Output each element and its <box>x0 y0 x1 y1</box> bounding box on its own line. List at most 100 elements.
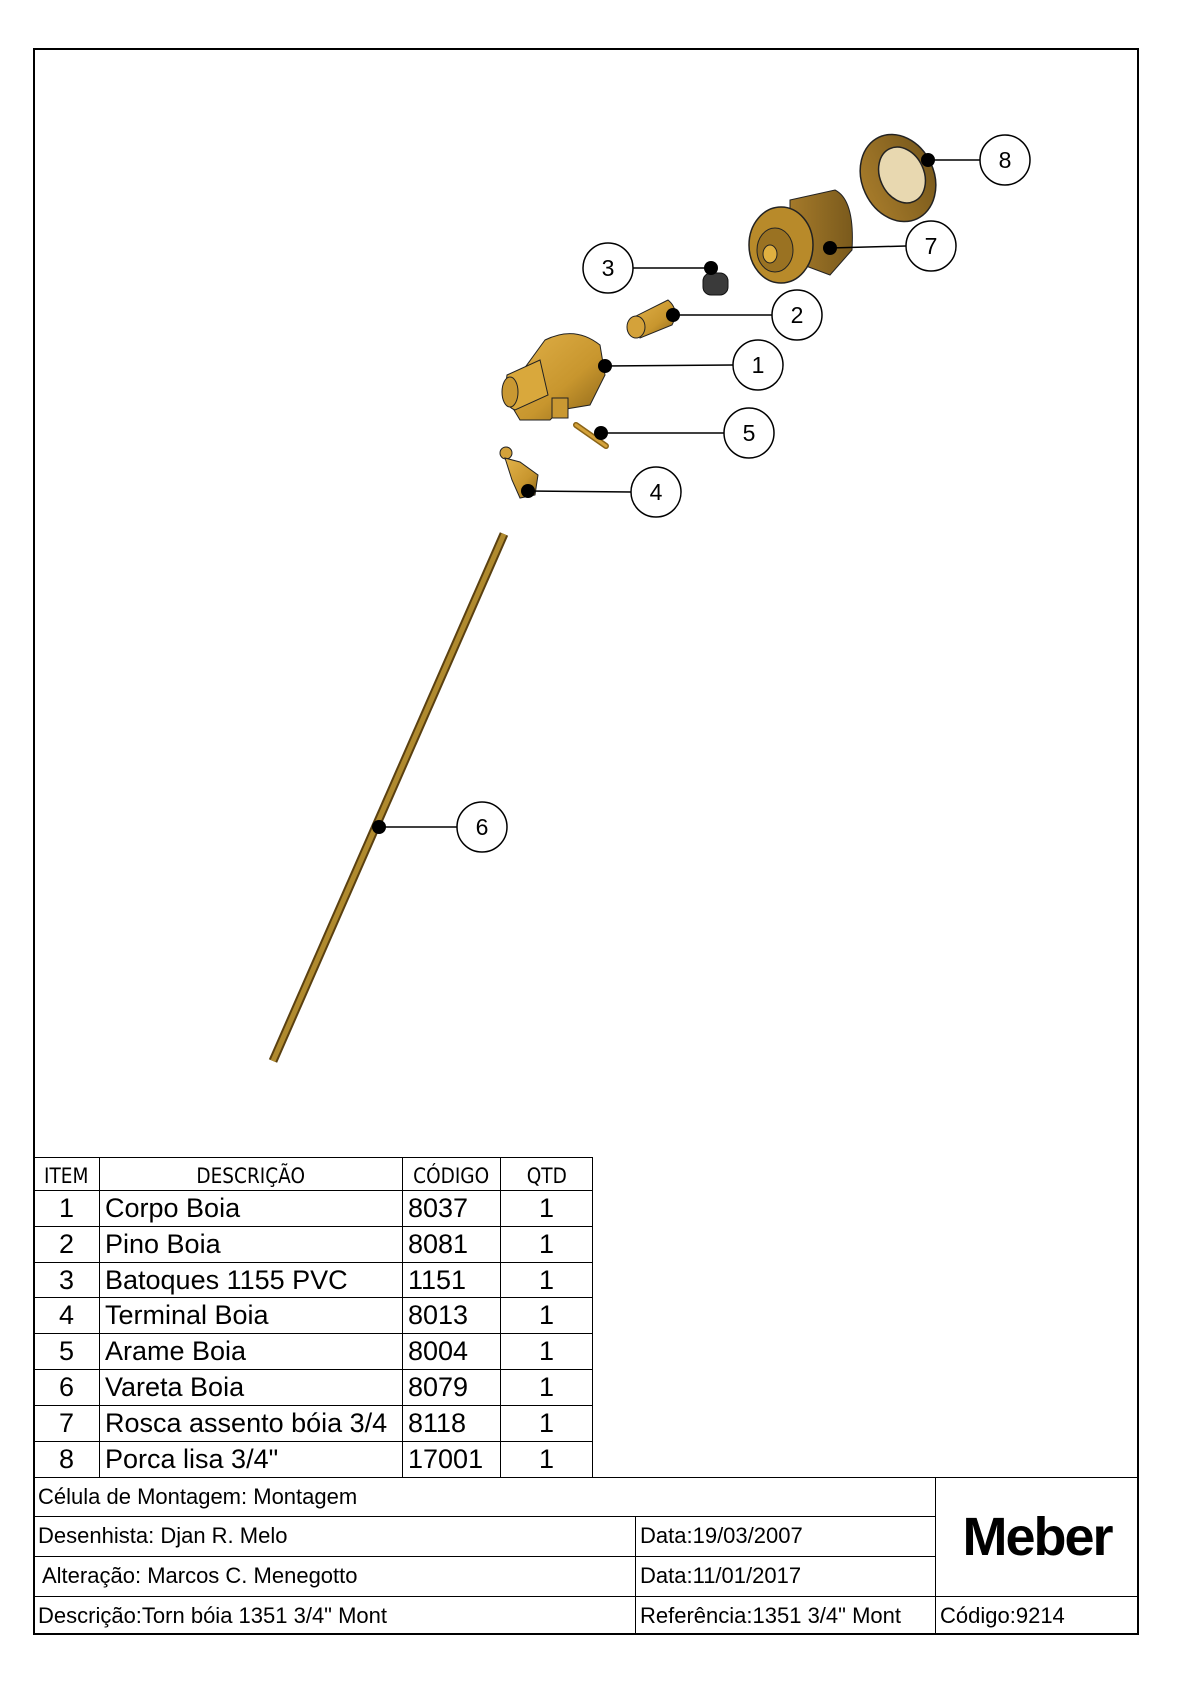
bom-cell-item: 7 <box>33 1405 100 1442</box>
bom-cell-item: 4 <box>33 1297 100 1334</box>
bom-header-qty: QTD <box>500 1157 593 1191</box>
assembly-cell-field: Célula de Montagem: Montagem <box>33 1477 936 1517</box>
label: Referência: <box>640 1603 753 1628</box>
label: Desenhista: <box>38 1523 155 1548</box>
balloon <box>979 134 1031 186</box>
bom-header-description: DESCRIÇÃO <box>99 1157 403 1191</box>
bom-cell-description: Terminal Boia <box>99 1297 403 1334</box>
bom-cell-code: 8037 <box>402 1190 501 1227</box>
bom-header-code: CÓDIGO <box>402 1157 501 1191</box>
part-8-porca-lisa <box>859 133 937 223</box>
balloon <box>456 801 508 853</box>
callout-6: 6 <box>372 801 508 853</box>
callout-5: 5 <box>594 407 775 459</box>
value: Djan R. Melo <box>160 1523 288 1548</box>
leader-dot <box>921 153 935 167</box>
label: Descrição: <box>38 1603 142 1628</box>
callout-4: 4 <box>521 466 682 518</box>
bom-cell-item: 6 <box>33 1369 100 1406</box>
header-text: QTD <box>526 1164 567 1188</box>
callout-8: 8 <box>921 134 1031 186</box>
label: Célula de Montagem: <box>38 1484 248 1509</box>
meber-logo: Meber <box>935 1477 1139 1597</box>
label: Data: <box>640 1523 693 1548</box>
part-2-pino <box>626 299 676 339</box>
bom-cell-qty: 1 <box>500 1262 593 1298</box>
bom-cell-description: Vareta Boia <box>99 1369 403 1406</box>
bom-cell-code: 8118 <box>402 1405 501 1442</box>
bom-cell-item: 1 <box>33 1190 100 1227</box>
value: Torn bóia 1351 3/4" Mont <box>141 1603 388 1628</box>
bom-cell-item: 2 <box>33 1226 100 1263</box>
bom-cell-description: Rosca assento bóia 3/4 <box>99 1405 403 1442</box>
bom-cell-item: 8 <box>33 1441 100 1478</box>
code-field: Código:9214 <box>935 1596 1139 1635</box>
bom-cell-qty: 1 <box>500 1405 593 1442</box>
reference-field: Referência:1351 3/4" Mont <box>635 1596 936 1635</box>
balloon <box>630 466 682 518</box>
part-1-corpo <box>501 333 606 421</box>
leader-dot <box>521 484 535 498</box>
change-field: Alteração: Marcos C. Menegotto <box>33 1556 636 1597</box>
part-7-rosca-assento <box>748 189 853 284</box>
leader-line <box>527 490 632 493</box>
bom-cell-item: 3 <box>33 1262 100 1298</box>
bom-cell-code: 8013 <box>402 1297 501 1334</box>
part-5-arame <box>573 422 609 449</box>
bom-cell-description: Arame Boia <box>99 1333 403 1370</box>
label: Data: <box>640 1563 693 1588</box>
leader-line <box>604 364 734 367</box>
leader-dot <box>594 426 608 440</box>
bom-cell-code: 8079 <box>402 1369 501 1406</box>
leader-dot <box>666 308 680 322</box>
bom-cell-description: Porca lisa 3/4" <box>99 1441 403 1478</box>
bom-cell-qty: 1 <box>500 1333 593 1370</box>
leader-dot <box>372 820 386 834</box>
drafter-field: Desenhista: Djan R. Melo <box>33 1516 636 1557</box>
leader-dot <box>704 261 718 275</box>
callout-7: 7 <box>823 220 957 272</box>
balloon-number: 8 <box>999 147 1012 173</box>
value: Marcos C. Menegotto <box>147 1563 358 1588</box>
leader-dot <box>823 241 837 255</box>
balloon <box>905 220 957 272</box>
callout-1: 1 <box>598 339 784 391</box>
bom-cell-qty: 1 <box>500 1369 593 1406</box>
balloon <box>723 407 775 459</box>
leader-dot <box>598 359 612 373</box>
callout-2: 2 <box>666 289 823 341</box>
balloon <box>582 242 634 294</box>
value: 19/03/2007 <box>692 1523 803 1548</box>
balloon <box>771 289 823 341</box>
part-6-vareta <box>268 532 509 1063</box>
date-created-field: Data:19/03/2007 <box>635 1516 936 1557</box>
balloon-number: 3 <box>602 255 615 281</box>
bom-cell-description: Pino Boia <box>99 1226 403 1263</box>
balloon-number: 4 <box>650 479 663 505</box>
bom-header-item: ITEM <box>33 1157 100 1191</box>
value: Montagem <box>253 1484 358 1509</box>
value: 1351 3/4" Mont <box>752 1603 901 1628</box>
date-changed-field: Data:11/01/2017 <box>635 1556 936 1597</box>
balloon-number: 1 <box>752 352 765 378</box>
balloon-number: 7 <box>925 233 938 259</box>
header-text: CÓDIGO <box>413 1164 490 1188</box>
balloon <box>732 339 784 391</box>
bom-cell-qty: 1 <box>500 1190 593 1227</box>
bom-cell-code: 8004 <box>402 1333 501 1370</box>
bom-cell-qty: 1 <box>500 1297 593 1334</box>
header-text: DESCRIÇÃO <box>196 1164 306 1188</box>
bom-cell-code: 17001 <box>402 1441 501 1478</box>
bom-cell-qty: 1 <box>500 1226 593 1263</box>
callout-3: 3 <box>582 242 718 294</box>
bom-cell-description: Batoques 1155 PVC <box>99 1262 403 1298</box>
bom-cell-code: 1151 <box>402 1262 501 1298</box>
bom-cell-description: Corpo Boia <box>99 1190 403 1227</box>
bom-cell-item: 5 <box>33 1333 100 1370</box>
label: Código: <box>940 1603 1016 1628</box>
leader-line <box>829 245 907 249</box>
description-field: Descrição:Torn bóia 1351 3/4" Mont <box>33 1596 636 1635</box>
balloon-number: 6 <box>476 814 489 840</box>
part-3-batoque <box>702 272 729 296</box>
